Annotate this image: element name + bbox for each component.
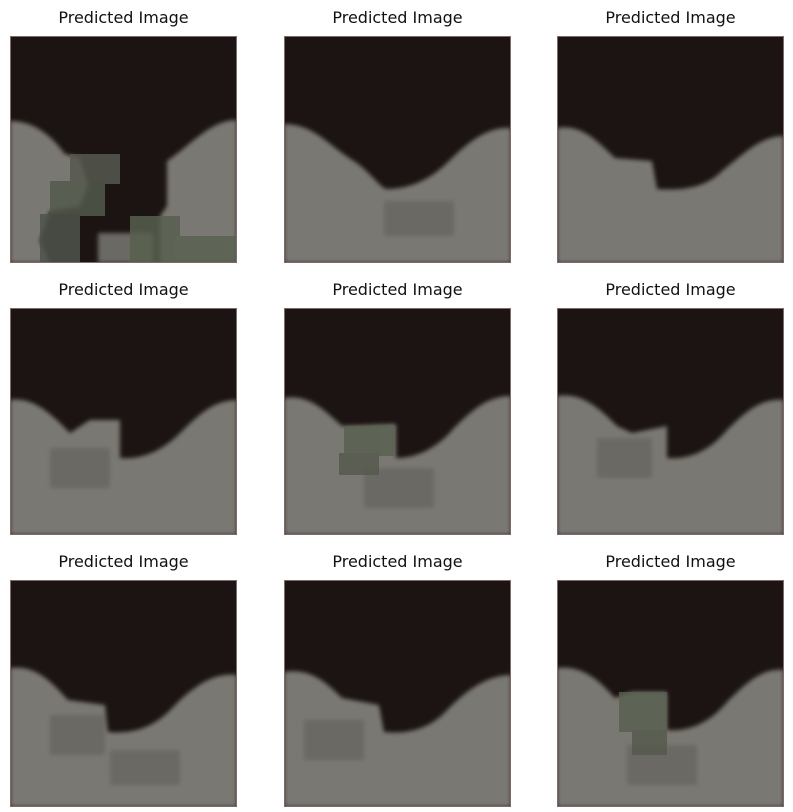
- predicted-image: [284, 308, 511, 535]
- panel-title: Predicted Image: [332, 8, 463, 27]
- predicted-image: [284, 580, 511, 807]
- panel-2: Predicted Image: [284, 4, 511, 264]
- predicted-image: [10, 36, 237, 263]
- panel-title: Predicted Image: [605, 552, 736, 571]
- predicted-image: [10, 308, 237, 535]
- panel-title: Predicted Image: [332, 552, 463, 571]
- panel-title: Predicted Image: [605, 8, 736, 27]
- panel-1: Predicted Image: [10, 4, 237, 264]
- predicted-image: [557, 36, 784, 263]
- panel-7: Predicted Image: [10, 548, 237, 808]
- panel-title: Predicted Image: [332, 280, 463, 299]
- panel-title: Predicted Image: [605, 280, 736, 299]
- predicted-image: [10, 580, 237, 807]
- panel-title: Predicted Image: [58, 8, 189, 27]
- panel-5: Predicted Image: [284, 276, 511, 536]
- panel-4: Predicted Image: [10, 276, 237, 536]
- predicted-image: [557, 308, 784, 535]
- panel-title: Predicted Image: [58, 280, 189, 299]
- panel-8: Predicted Image: [284, 548, 511, 808]
- panel-9: Predicted Image: [557, 548, 784, 808]
- panel-6: Predicted Image: [557, 276, 784, 536]
- panel-title: Predicted Image: [58, 552, 189, 571]
- predicted-image: [284, 36, 511, 263]
- predicted-image: [557, 580, 784, 807]
- panel-3: Predicted Image: [557, 4, 784, 264]
